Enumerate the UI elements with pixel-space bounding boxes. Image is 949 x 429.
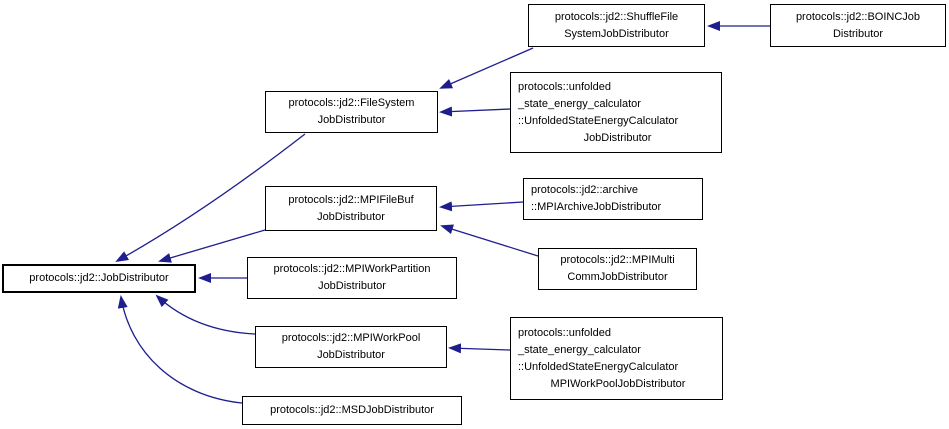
node-label: JobDistributor [317,114,386,126]
node-label: CommJobDistributor [567,271,668,283]
node-label: protocols::jd2::MPIMulti [560,254,675,266]
node-unfoldedstateenergycalculator-jobdistributor[interactable]: protocols::unfolded _state_energy_calcul… [510,72,722,153]
node-label: SystemJobDistributor [564,27,669,40]
node-label: protocols::jd2::BOINCJob [795,10,921,23]
edge-shuffle-to-filesystem [439,47,534,89]
node-label: protocols::unfolded [518,80,611,93]
node-label: MPIWorkPoolJobDistributor [550,377,686,390]
node-shufflefilesystem-jobdistributor[interactable]: protocols::jd2::ShuffleFile SystemJobDis… [528,4,705,47]
edge-multicomm-to-mpifilebuf [440,224,539,257]
node-filesystem-jobdistributor[interactable]: protocols::jd2::FileSystem JobDistributo… [265,91,438,133]
node-mpimulticomm-jobdistributor[interactable]: protocols::jd2::MPIMulti CommJobDistribu… [538,248,697,290]
node-label: _state_energy_calculator [518,343,641,356]
node-unfoldedstateenergycalculator-mpiworkpool-jobdistributor[interactable]: protocols::unfolded _state_energy_calcul… [510,317,723,400]
node-boinc-jobdistributor[interactable]: protocols::jd2::BOINCJob Distributor [770,4,946,47]
node-label: protocols::jd2::archive [531,184,638,196]
edge-filesystem-to-jobdistributor [115,133,306,262]
node-label: ::UnfoldedStateEnergyCalculator [518,360,679,373]
edge-unfoldedcalc-to-filesystem [439,106,511,117]
edge-msd-to-jobdistributor [117,295,243,404]
node-mpiworkpool-jobdistributor[interactable]: protocols::jd2::MPIWorkPool JobDistribut… [255,326,447,368]
edge-unfoldedmpi-to-workpool [448,343,511,354]
node-label: _state_energy_calculator [518,97,641,110]
node-label: Distributor [832,27,884,40]
edge-workpool-to-jobdistributor [155,294,256,335]
node-label: ::MPIArchiveJobDistributor [531,201,662,213]
node-label: protocols::jd2::JobDistributor [29,272,169,284]
node-label: protocols::jd2::FileSystem [288,97,415,109]
node-label: protocols::jd2::MPIWorkPool [281,332,421,344]
node-label: JobDistributor [583,131,652,144]
node-mpiworkpartition-jobdistributor[interactable]: protocols::jd2::MPIWorkPartition JobDist… [247,257,457,299]
node-label: protocols::jd2::ShuffleFile [554,10,679,23]
edge-mpifilebuf-to-jobdistributor [158,229,266,263]
node-label: ::UnfoldedStateEnergyCalculator [518,114,679,127]
edge-archive-to-mpifilebuf [439,201,524,212]
node-label: JobDistributor [318,280,386,292]
node-label: protocols::jd2::MPIWorkPartition [273,263,431,275]
node-mpifilebuf-jobdistributor[interactable]: protocols::jd2::MPIFileBuf JobDistributo… [265,186,437,231]
node-label: JobDistributor [317,210,385,223]
node-label: protocols::jd2::MPIFileBuf [288,193,414,206]
node-mpiarchive-jobdistributor[interactable]: protocols::jd2::archive ::MPIArchiveJobD… [523,178,703,220]
node-msd-jobdistributor[interactable]: protocols::jd2::MSDJobDistributor [242,396,462,425]
node-jobdistributor[interactable]: protocols::jd2::JobDistributor [2,264,196,293]
node-label: JobDistributor [317,349,385,361]
node-label: protocols::jd2::MSDJobDistributor [270,404,434,416]
node-label: protocols::unfolded [518,326,611,339]
